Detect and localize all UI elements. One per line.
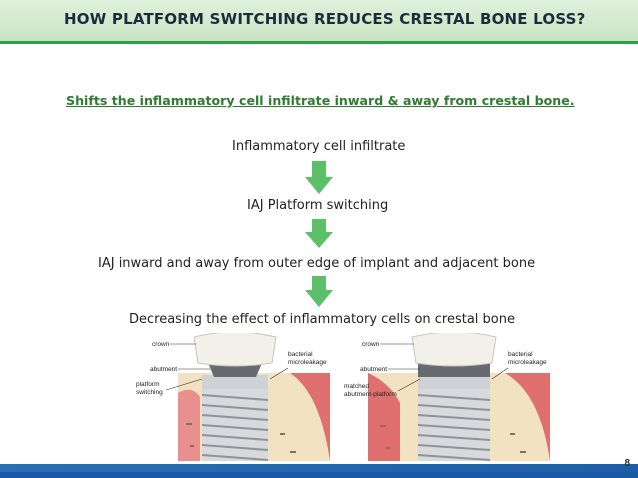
label-abutment: abutment <box>360 366 387 373</box>
down-arrow-icon <box>305 219 333 248</box>
label-crown: crown <box>362 341 380 348</box>
title-underline <box>0 41 638 44</box>
footer-strip <box>0 472 638 478</box>
slide-title: HOW PLATFORM SWITCHING REDUCES CRESTAL B… <box>64 10 586 28</box>
matched-platform-illustration: crown abutment matched abutment-platform… <box>344 333 550 461</box>
label-matched: matched <box>344 383 369 390</box>
label-abutment-platform: abutment-platform <box>344 391 397 398</box>
label-microleakage: microleakage <box>508 359 547 366</box>
label-switching: switching <box>136 389 163 396</box>
page-number: 8 <box>624 458 630 469</box>
label-bacterial: bacterial <box>508 351 533 358</box>
label-platform: platform <box>136 381 159 388</box>
flow-step-4: Decreasing the effect of inflammatory ce… <box>129 312 515 327</box>
label-microleakage: microleakage <box>288 359 327 366</box>
label-abutment: abutment <box>150 366 177 373</box>
flow-step-2: IAJ Platform switching <box>247 198 389 213</box>
flow-step-1: Inflammatory cell infiltrate <box>232 139 406 154</box>
flow-step-3: IAJ inward and away from outer edge of i… <box>98 256 536 271</box>
slide-subtitle: Shifts the inflammatory cell infiltrate … <box>66 93 575 108</box>
label-crown: crown <box>152 341 170 348</box>
down-arrow-icon <box>305 276 333 307</box>
down-arrow-icon <box>305 161 333 194</box>
label-bacterial: bacterial <box>288 351 313 358</box>
title-bar <box>0 0 638 42</box>
platform-switching-illustration: crown abutment platform switching bacter… <box>136 333 330 461</box>
